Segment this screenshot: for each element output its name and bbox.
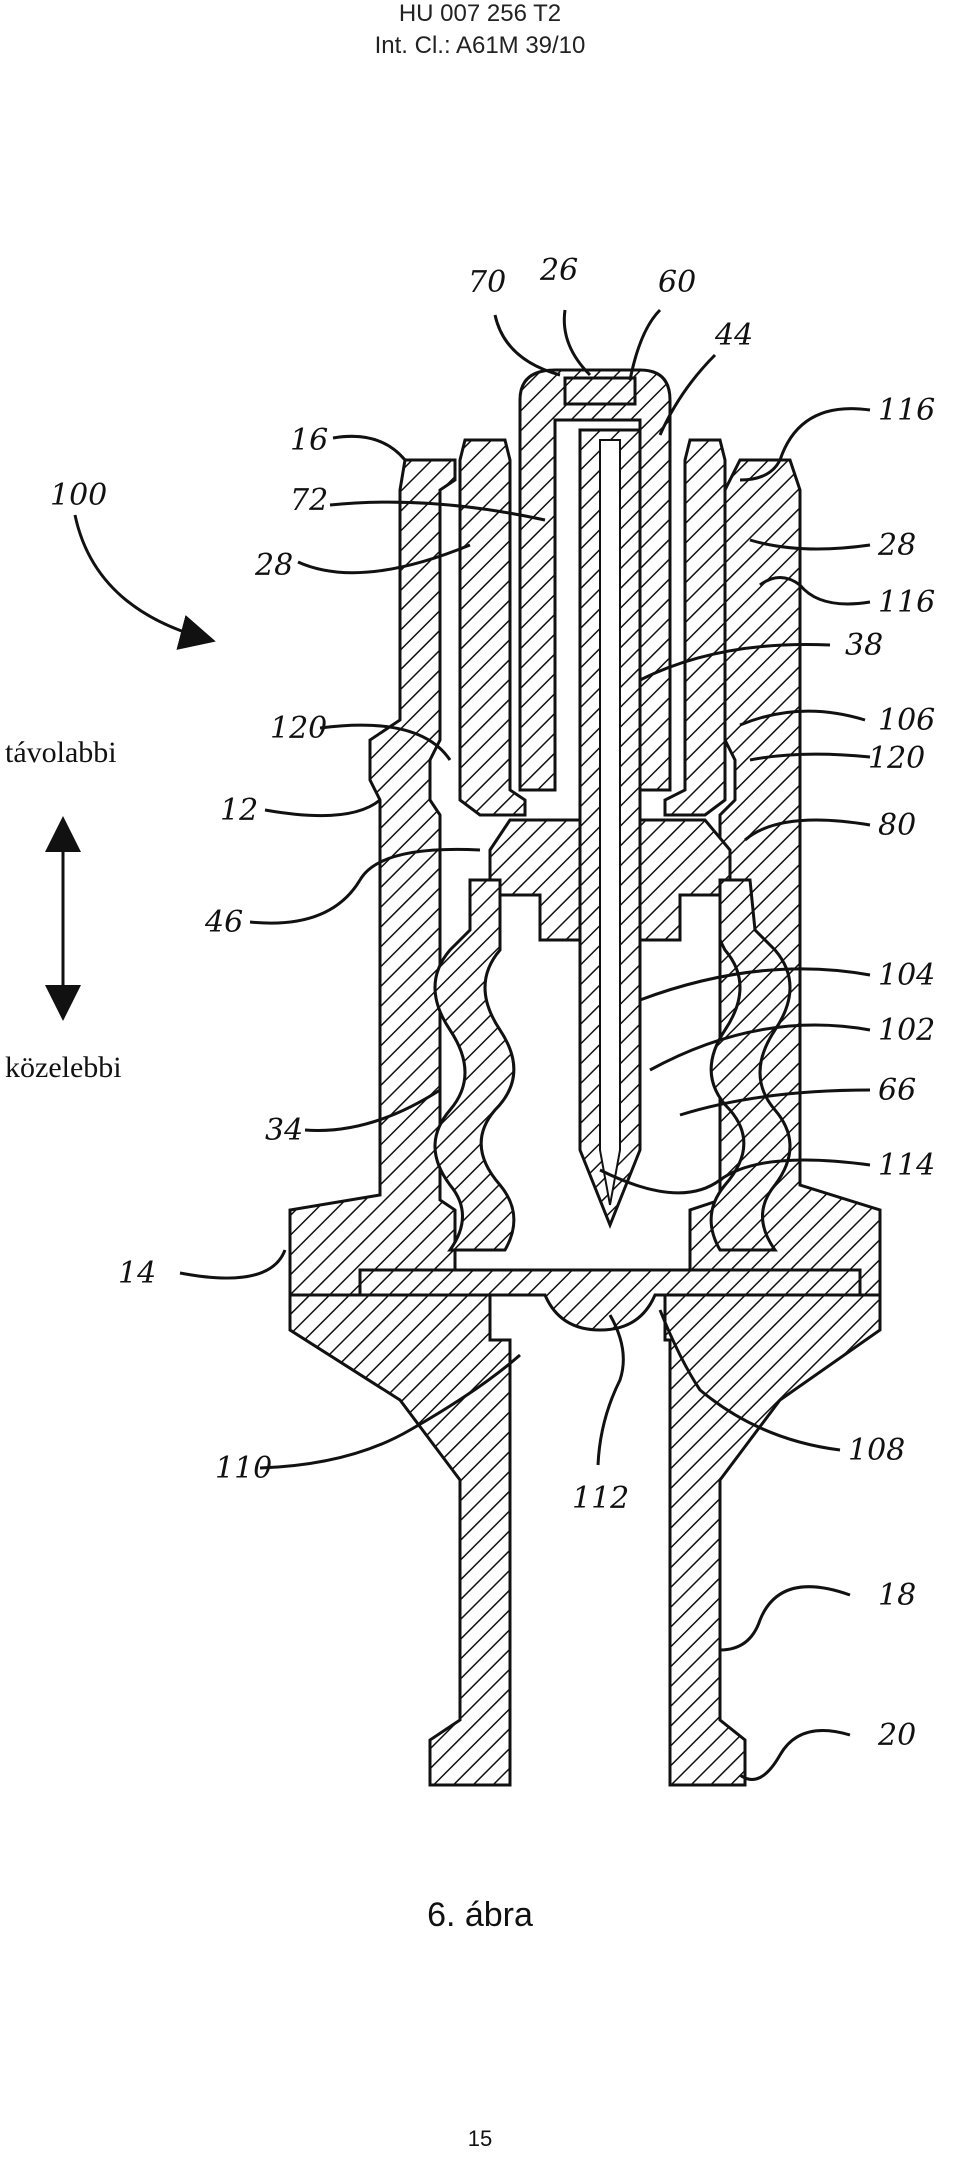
callout-60: 60 [658, 265, 696, 300]
callout-116-top: 116 [878, 393, 935, 428]
callout-34: 34 [265, 1113, 303, 1148]
document-number: HU 007 256 T2 [398, 0, 562, 27]
callout-28-left: 28 [254, 548, 293, 583]
callout-16: 16 [290, 423, 328, 458]
callout-44: 44 [714, 318, 753, 353]
callout-14: 14 [118, 1256, 156, 1291]
callout-12: 12 [220, 793, 258, 828]
lower-fitting-right [663, 1293, 882, 1787]
inner-sleeve-right [663, 438, 727, 817]
callout-80: 80 [878, 808, 916, 843]
callout-116-mid: 116 [878, 585, 935, 620]
inner-sleeve-left [458, 438, 527, 817]
callout-112: 112 [572, 1481, 629, 1516]
callout-72: 72 [290, 483, 328, 518]
spike-lumen [599, 439, 621, 1206]
proximal-label: közelebbi [5, 1051, 122, 1084]
distal-label: távolabbi [5, 736, 117, 769]
callout-46: 46 [204, 905, 243, 940]
leader-lines [73, 308, 871, 1781]
callout-38: 38 [845, 628, 883, 663]
callout-106: 106 [878, 703, 935, 738]
bellows-left [433, 878, 516, 1252]
valve-plate [358, 1268, 862, 1332]
callout-114: 114 [878, 1148, 935, 1183]
classification-code: Int. Cl.: A61M 39/10 [374, 32, 586, 59]
callout-102: 102 [878, 1013, 935, 1048]
callout-104: 104 [878, 958, 935, 993]
page-number: 15 [467, 2126, 493, 2151]
seal-disc [563, 376, 637, 406]
callout-26: 26 [539, 253, 578, 288]
bellows-right [709, 878, 792, 1252]
callout-108: 108 [848, 1433, 905, 1468]
outer-housing [288, 458, 457, 1297]
callout-18: 18 [878, 1578, 916, 1613]
lower-fitting-left [288, 1293, 512, 1787]
callout-110: 110 [215, 1451, 272, 1486]
callout-120-left: 120 [270, 711, 327, 746]
callout-20: 20 [877, 1718, 916, 1753]
figure-caption: 6. ábra [427, 1896, 533, 1934]
callout-100: 100 [50, 478, 107, 513]
callout-120-right: 120 [868, 741, 925, 776]
callout-70: 70 [468, 265, 506, 300]
callout-28-right: 28 [877, 528, 916, 563]
callout-66: 66 [878, 1073, 916, 1108]
